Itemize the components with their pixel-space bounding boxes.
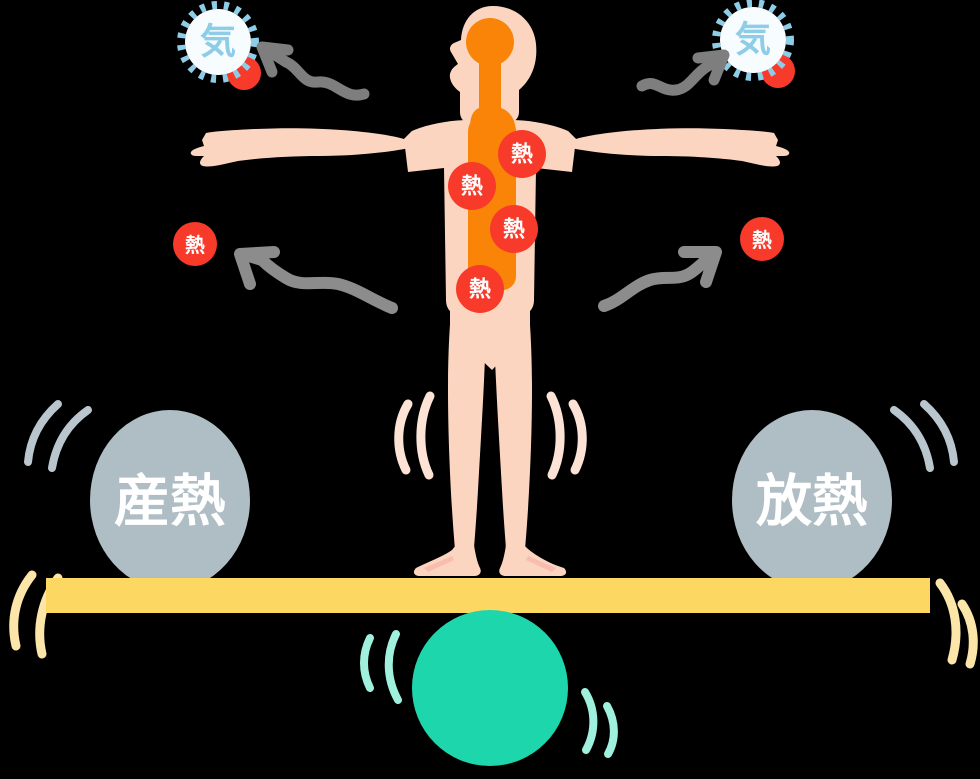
leg-right bbox=[493, 300, 532, 560]
left-weight-arc-outer bbox=[48, 406, 92, 472]
balance-beam bbox=[46, 578, 930, 613]
heat-badge-chest-left-label: 熱 bbox=[461, 174, 483, 200]
qi-badge-right: 気 bbox=[712, 0, 795, 88]
arrow-lower-right bbox=[598, 246, 722, 312]
qi-badge-left-label: 気 bbox=[200, 22, 236, 63]
left-weight-circle bbox=[90, 410, 250, 590]
leg-arc-right-inner bbox=[546, 391, 565, 480]
heat-badge-outer-left: 熱 bbox=[173, 222, 217, 266]
right-weight-circle bbox=[732, 410, 892, 590]
fulcrum-arc-right-inner bbox=[581, 688, 598, 754]
beam-arc-right-inner bbox=[935, 578, 961, 665]
leg-motion-arcs bbox=[394, 391, 587, 480]
right-weight: 放熱 bbox=[732, 410, 892, 590]
heat-badge-abdomen-right-disc bbox=[490, 205, 538, 253]
arrow-upper-right bbox=[636, 49, 730, 96]
heat-badge-abdomen-left-disc bbox=[456, 265, 504, 313]
arrow-lower-left bbox=[234, 246, 398, 314]
arm-left bbox=[190, 128, 414, 167]
leg-arc-right-outer bbox=[568, 399, 587, 475]
heat-badge-outer-left-label: 熱 bbox=[185, 233, 205, 257]
heat-badge-chest-left: 熱 bbox=[448, 162, 496, 210]
heat-badge-abdomen-left: 熱 bbox=[456, 265, 504, 313]
leg-arc-left-outer bbox=[394, 399, 413, 475]
beam-right-motion-arcs bbox=[935, 578, 978, 669]
fulcrum-arc-left-outer bbox=[360, 634, 374, 692]
toes-left-detail bbox=[424, 556, 454, 572]
left-weight-motion-arcs bbox=[24, 400, 92, 472]
heat-badge-abdomen-left-label: 熱 bbox=[469, 277, 491, 303]
fulcrum-arc-left-inner bbox=[384, 630, 402, 704]
heat-badge-outer-right-disc bbox=[740, 217, 784, 261]
qi-badge-right-label: 気 bbox=[735, 20, 771, 61]
core-spine-upper bbox=[479, 40, 501, 120]
right-weight-label: 放熱 bbox=[756, 470, 868, 535]
beam-arc-left-outer bbox=[9, 570, 37, 651]
hips-shape bbox=[450, 296, 530, 370]
qi-badge-left: 気 bbox=[177, 1, 261, 90]
heat-badge-outer-right: 熱 bbox=[740, 217, 784, 261]
leg-arc-left-inner bbox=[416, 391, 435, 480]
fulcrum-circle bbox=[412, 610, 568, 766]
heat-badge-chest-left-disc bbox=[448, 162, 496, 210]
heat-badge-abdomen-right-label: 熱 bbox=[503, 217, 525, 243]
arm-right bbox=[566, 128, 790, 167]
qi-badge-left-disc bbox=[185, 9, 251, 75]
heat-badge-chest-right: 熱 bbox=[498, 130, 546, 178]
left-weight: 産熱 bbox=[90, 410, 250, 590]
left-weight-label: 産熱 bbox=[114, 470, 226, 535]
heat-badge-outer-right-label: 熱 bbox=[752, 228, 772, 252]
right-weight-arc-outer bbox=[890, 406, 934, 472]
toes-right-detail bbox=[526, 556, 556, 572]
qi-badge-left-burst bbox=[177, 1, 259, 83]
arrow-upper-left bbox=[256, 41, 370, 101]
heat-badge-abdomen-right: 熱 bbox=[490, 205, 538, 253]
right-weight-motion-arcs bbox=[890, 400, 958, 472]
leg-left bbox=[448, 300, 487, 560]
beam-arc-right-outer bbox=[957, 599, 978, 669]
fulcrum-motion-arcs bbox=[360, 630, 618, 758]
heat-badge-chest-right-disc bbox=[498, 130, 546, 178]
heat-badge-outer-left-disc bbox=[173, 222, 217, 266]
qi-badge-right-burst bbox=[712, 0, 794, 81]
fulcrum-arc-right-outer bbox=[603, 702, 618, 758]
left-weight-arc-inner bbox=[24, 400, 62, 466]
qi-badge-right-disc bbox=[720, 7, 786, 73]
right-weight-arc-inner bbox=[920, 400, 958, 466]
heat-badge-chest-right-label: 熱 bbox=[511, 142, 533, 168]
